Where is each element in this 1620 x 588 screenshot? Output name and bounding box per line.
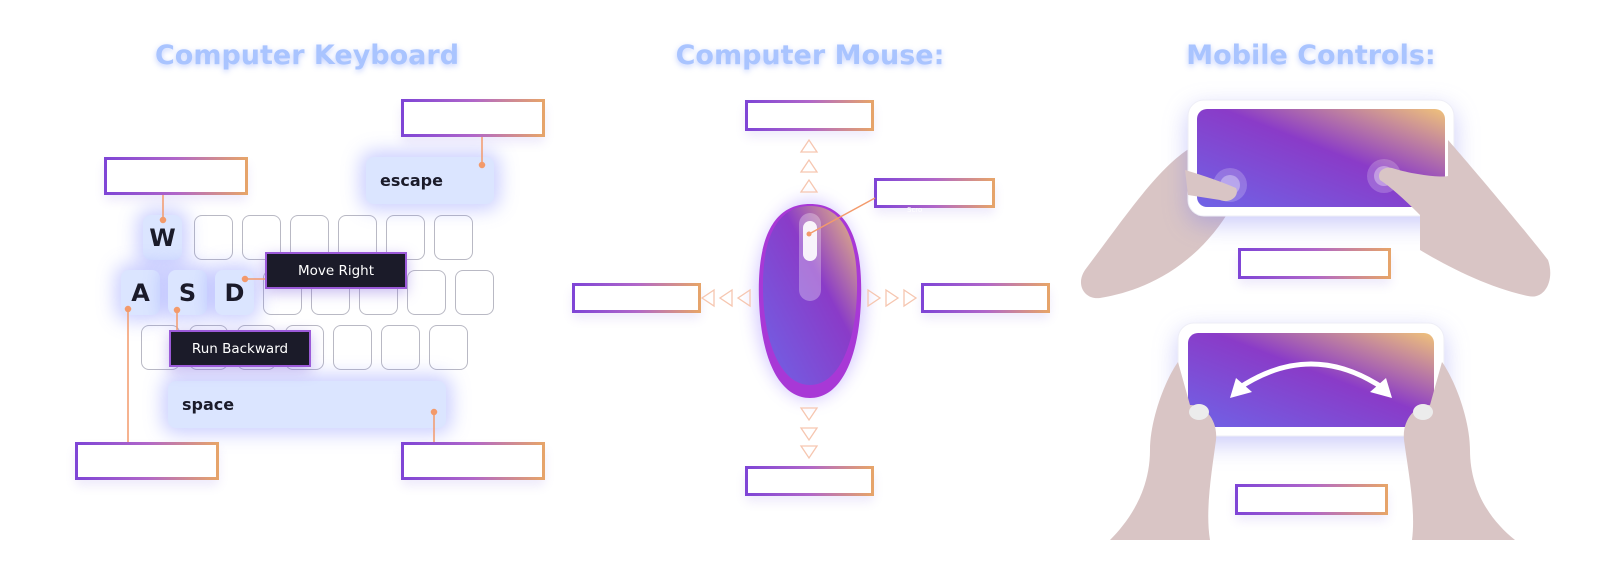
key-escape: escape <box>366 157 494 204</box>
mouse-left-dropzone[interactable] <box>572 283 701 313</box>
mobile-swipe-dropzone[interactable] <box>1235 484 1388 515</box>
left-thumb-swipe <box>1189 404 1209 420</box>
mouse-wheel-icon <box>803 221 817 261</box>
right-hand <box>1378 140 1551 297</box>
right-thumb-swipe <box>1413 404 1433 420</box>
key-w-dropzone[interactable] <box>104 157 248 195</box>
mobile-section-title: Mobile Controls: <box>1186 40 1436 71</box>
mouse-section-title: Computer Mouse: <box>675 40 945 71</box>
keyboard-key <box>429 325 468 370</box>
swipe-arrow-right-head <box>1370 378 1392 398</box>
wheel-connector <box>808 197 876 235</box>
keyboard-key <box>434 215 473 260</box>
left-thumb <box>1185 170 1237 202</box>
mouse-body <box>762 206 858 385</box>
mouse-up-dropzone[interactable] <box>745 100 874 131</box>
wheel-hint-text: Scro <box>907 206 923 214</box>
keyboard-key <box>407 270 446 315</box>
keyboard-section-title: Computer Keyboard <box>154 40 460 71</box>
keyboard-key <box>333 325 372 370</box>
phone-screen <box>1197 109 1445 207</box>
arrow-up-icon <box>799 138 819 193</box>
keyboard-key <box>194 215 233 260</box>
arrow-left-icon <box>700 288 751 308</box>
mouse-right-dropzone[interactable] <box>921 283 1050 313</box>
key-a-dropzone[interactable] <box>75 442 219 480</box>
keyboard-key <box>381 325 420 370</box>
wheel-connector-dot <box>806 231 812 237</box>
phone-screen-swipe <box>1188 333 1434 427</box>
key-escape-dropzone[interactable] <box>401 99 545 137</box>
arrow-down-icon <box>799 407 819 460</box>
right-hand-swipe <box>1403 362 1515 540</box>
move-right-label[interactable]: Move Right <box>265 252 407 289</box>
swipe-arrow-left-head <box>1230 378 1252 398</box>
mouse-down-dropzone[interactable] <box>745 466 874 496</box>
keyboard-key <box>455 270 494 315</box>
key-s: S <box>168 270 207 315</box>
mouse-wheel-dropzone[interactable] <box>874 178 995 208</box>
key-space: space <box>168 381 446 428</box>
arrow-right-icon <box>867 288 918 308</box>
left-hand-swipe <box>1110 362 1217 540</box>
keyboard-connectors <box>124 137 486 442</box>
key-a: A <box>121 270 160 315</box>
mobile-tap-dropzone[interactable] <box>1238 248 1391 279</box>
swipe-arrow-icon <box>1233 361 1389 393</box>
key-space-dropzone[interactable] <box>401 442 545 480</box>
run-backward-label[interactable]: Run Backward <box>169 330 311 367</box>
